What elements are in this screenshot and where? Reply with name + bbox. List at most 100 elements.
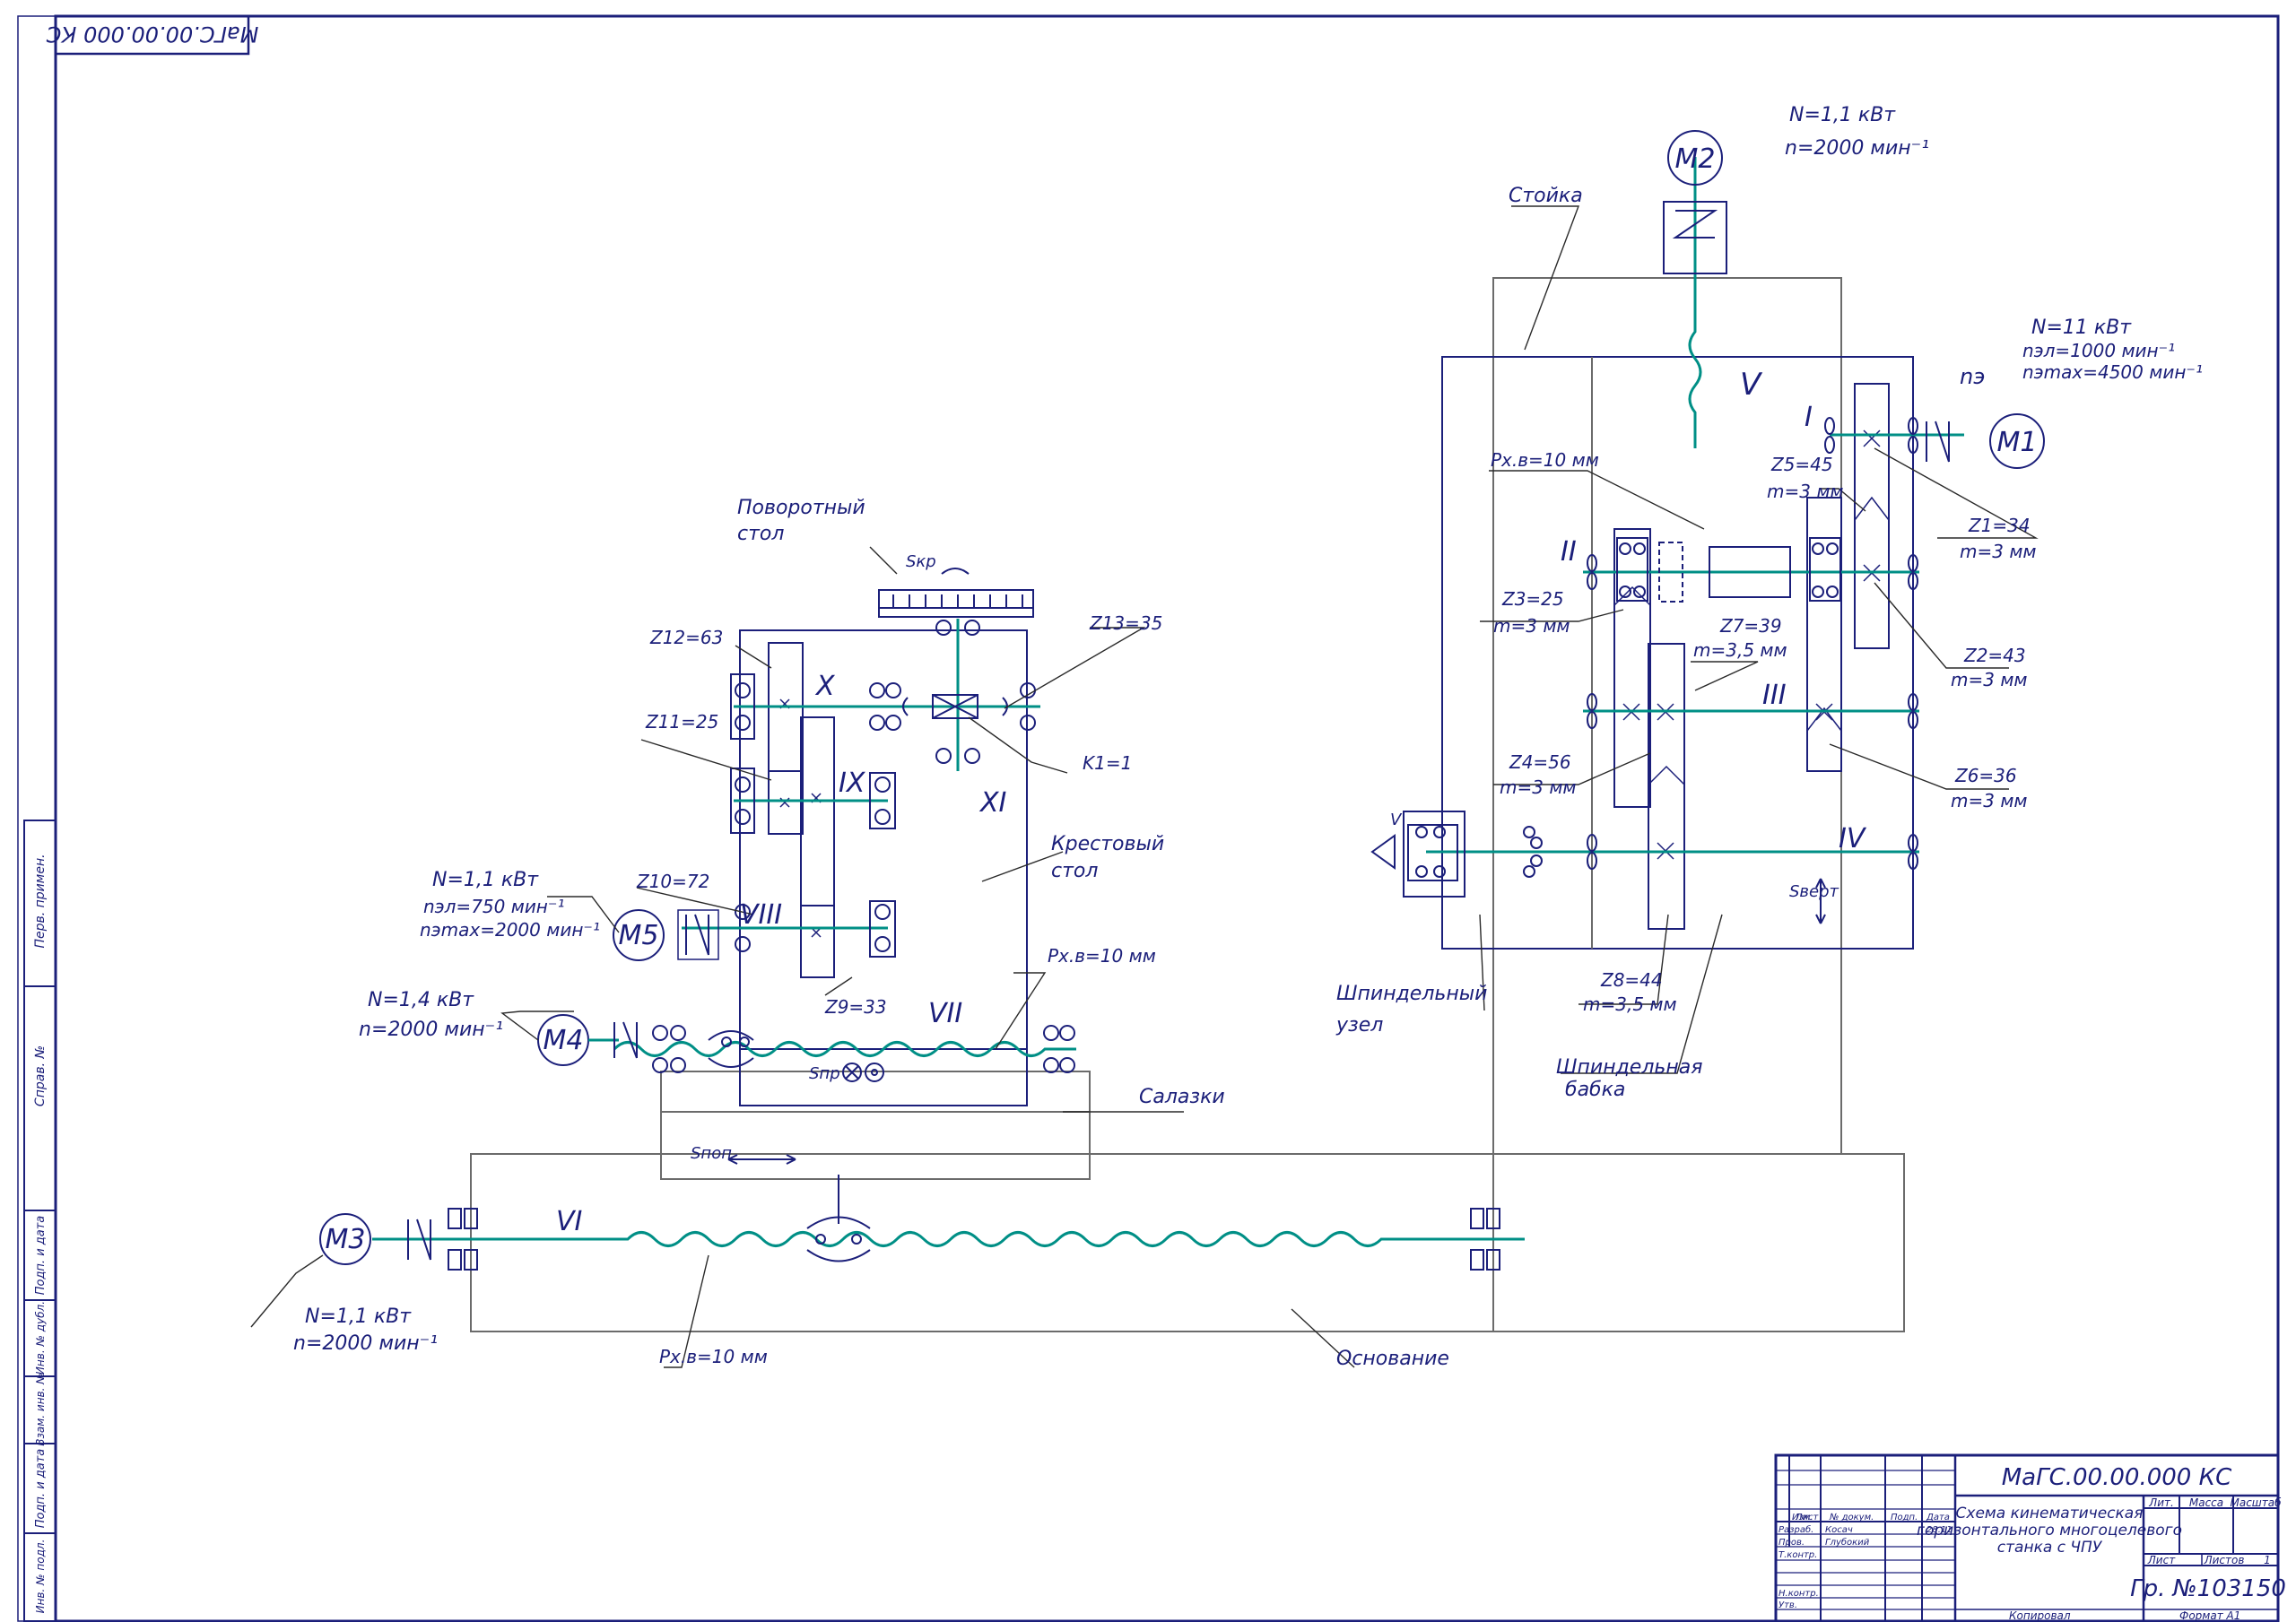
stamp-row-4-0: Н.контр. xyxy=(1779,1589,1819,1599)
stamp-row-0-0: Изм. xyxy=(1792,1513,1813,1522)
stamp-row-5-0: Утв. xyxy=(1779,1600,1797,1610)
roman-III: III xyxy=(1762,680,1787,711)
side-inv-podl: Инв. № подл. xyxy=(34,1540,47,1614)
screw-vi xyxy=(372,1231,1525,1247)
m1-speed: nэл=1000 мин⁻¹ xyxy=(2022,340,2175,361)
stamp-row-0-1: Лист xyxy=(1795,1513,1820,1522)
motor-m2-label: M2 xyxy=(1675,143,1716,175)
motor-m2: M2 xyxy=(1663,130,1727,274)
m4-speed: n=2000 мин⁻¹ xyxy=(359,1019,503,1041)
gear-z11 xyxy=(768,770,804,835)
label-z6: Z6=36 xyxy=(1954,765,2017,786)
gear-z1 xyxy=(1854,383,1890,649)
gear-z3 xyxy=(1613,528,1651,808)
motor-m3: M3 xyxy=(319,1213,431,1265)
label-z1m: m=3 мм xyxy=(1960,541,2037,562)
label-svert: Sверт xyxy=(1789,882,1839,901)
label-povorot1: Поворотный xyxy=(737,497,865,519)
m1-speed-max: nэmах=4500 мин⁻¹ xyxy=(2022,361,2203,383)
column-stoika xyxy=(1492,277,1842,1155)
label-salazki: Салазки xyxy=(1139,1086,1225,1108)
label-z8: Z8=44 xyxy=(1600,969,1663,991)
label-shpuzel2: узел xyxy=(1335,1014,1383,1037)
label-povorot2: стол xyxy=(737,523,784,545)
label-shpbabka1: Шпиндельная xyxy=(1556,1056,1702,1079)
motor-m4-label: M4 xyxy=(544,1025,584,1056)
roman-XI: XI xyxy=(978,787,1007,819)
label-z13: Z13=35 xyxy=(1089,612,1162,634)
side-podp2: Подп. и дата xyxy=(34,1449,48,1529)
label-z2m: m=3 мм xyxy=(1951,669,2028,690)
gear-z12 xyxy=(768,642,804,835)
m4-power: N=1,4 кВт xyxy=(368,989,474,1011)
label-z7m: m=3,5 мм xyxy=(1693,639,1787,661)
gear-z7 xyxy=(1648,643,1685,930)
motor-m1-label: M1 xyxy=(1997,427,2038,458)
roman-IX: IX xyxy=(839,768,866,799)
stamp-listov: Листов xyxy=(2204,1554,2245,1566)
motor-m5: M5 xyxy=(613,909,719,961)
label-z7: Z7=39 xyxy=(1719,615,1782,637)
stamp-row-0-4: Дата xyxy=(1926,1513,1950,1522)
corner-code-text: МаГС.00.00.000 КС xyxy=(46,22,258,47)
outer-border xyxy=(17,15,2279,1622)
stamp-row-1-4: 28.11 xyxy=(1926,1525,1952,1535)
stamp-designation: МаГС.00.00.000 КС xyxy=(2002,1464,2232,1491)
base-osnovanie xyxy=(470,1153,1905,1332)
roman-IV: IV xyxy=(1839,823,1867,854)
gear-z10 xyxy=(800,716,835,978)
label-z11: Z11=25 xyxy=(645,711,718,733)
label-osnovanie: Основание xyxy=(1336,1348,1449,1370)
m5-speed: nэл=750 мин⁻¹ xyxy=(423,896,564,917)
m3-speed: n=2000 мин⁻¹ xyxy=(293,1332,438,1355)
label-pkd-top: Pх.в=10 мм xyxy=(1491,449,1599,471)
title-block: МаГС.00.00.000 КС Схема кинематическая г… xyxy=(1774,1453,2286,1622)
label-shpbabka2: бабка xyxy=(1565,1079,1625,1101)
stamp-row-2-1: Глубокий xyxy=(1825,1537,1870,1548)
stamp-massa: Масса xyxy=(2189,1496,2223,1509)
base-structure xyxy=(470,277,1905,1332)
stamp-copied: Копировал xyxy=(2009,1609,2071,1622)
stamp-row-1-0: Разраб. xyxy=(1779,1524,1813,1535)
corner-code-box: МаГС.00.00.000 КС xyxy=(46,14,258,56)
drawing-frame xyxy=(54,14,2280,1622)
screw-vi-unit: M3 xyxy=(319,1175,1525,1271)
bearings-left xyxy=(730,620,1036,958)
stamp-group: Гр. №103150 xyxy=(2130,1575,2286,1602)
label-z5m: m=3 мм xyxy=(1767,481,1844,502)
label-spr: Sпр xyxy=(809,1064,840,1083)
label-z3m: m=3 мм xyxy=(1493,615,1570,637)
label-skr: Sкр xyxy=(906,552,936,571)
motor-m5-label: M5 xyxy=(619,920,659,951)
roman-VIII: VIII xyxy=(740,899,782,931)
side-vzam: Взам. инв. № xyxy=(34,1373,47,1445)
roman-V: V xyxy=(1740,367,1763,403)
shaft-v xyxy=(1688,157,1702,448)
gear-z5 xyxy=(1806,497,1842,772)
m5-power: N=1,1 кВт xyxy=(432,869,539,891)
motion-arrows xyxy=(727,568,1826,1165)
spindle-head-body xyxy=(1441,356,1914,950)
label-pkd-mid: Pх.в=10 мм xyxy=(1048,945,1156,967)
label-z8m: m=3,5 мм xyxy=(1583,993,1677,1015)
motor-m3-label: M3 xyxy=(326,1224,366,1255)
stamp-lit: Лит. xyxy=(2148,1496,2174,1509)
side-inv-dubl: Инв. № дубл. xyxy=(34,1301,47,1375)
m3-power: N=1,1 кВт xyxy=(305,1305,412,1328)
label-k1: K1=1 xyxy=(1083,752,1132,774)
roman-II: II xyxy=(1561,536,1577,568)
label-pkd-bot: Pх.в=10 мм xyxy=(659,1346,768,1367)
stamp-title-1: Схема кинематическая xyxy=(1956,1505,2144,1522)
roman-X: X xyxy=(814,671,836,702)
cross-table-unit: M4 M5 xyxy=(537,589,1076,1106)
side-sprav: Справ. № xyxy=(33,1045,48,1106)
spindle-node xyxy=(1370,811,1543,898)
spindle-head-unit: M1 M2 xyxy=(1370,130,2045,950)
label-z1: Z1=34 xyxy=(1968,515,2031,536)
m5-speed-max: nэmах=2000 мин⁻¹ xyxy=(420,919,600,941)
label-z4: Z4=56 xyxy=(1509,751,1571,773)
label-krest1: Крестовый xyxy=(1051,833,1164,855)
stamp-row-0-2: № докум. xyxy=(1829,1513,1874,1522)
stamp-title-3: станка с ЧПУ xyxy=(1997,1539,2103,1557)
stamp-listov-val: 1 xyxy=(2264,1554,2271,1566)
